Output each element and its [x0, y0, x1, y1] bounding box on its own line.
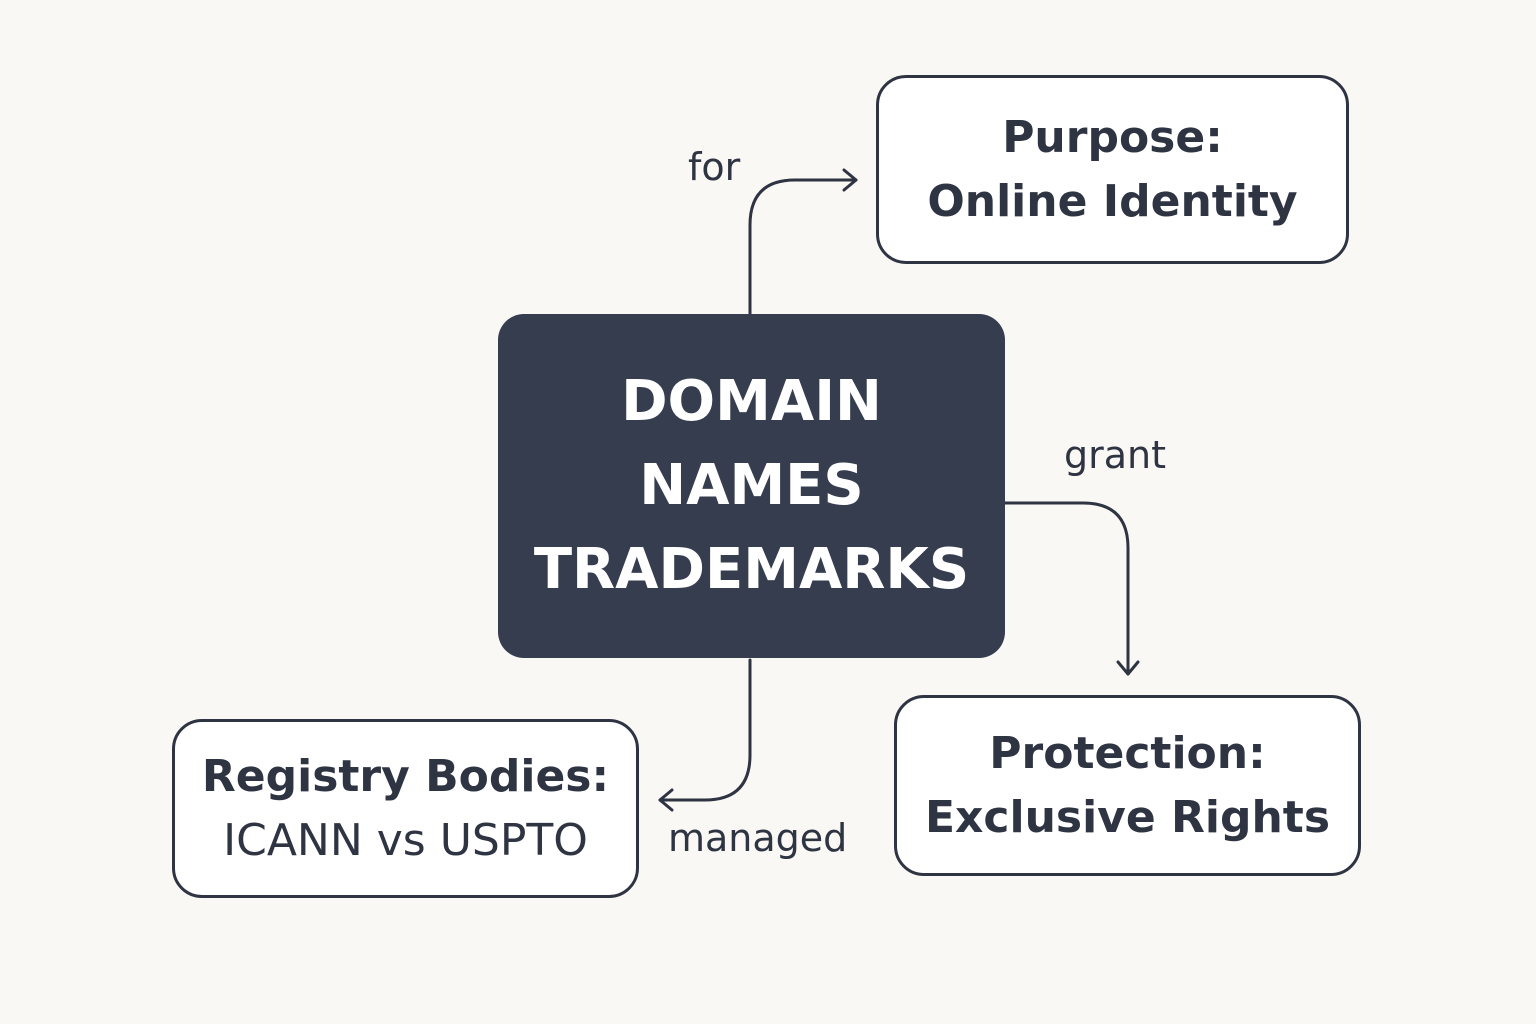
central-line-trademarks: TRADEMARKS — [533, 537, 970, 602]
edge-label-for: for — [688, 145, 741, 189]
registry-value: ICANN vs USPTO — [223, 814, 588, 866]
protection-node: Protection: Exclusive Rights — [894, 695, 1361, 876]
edge-for-line — [748, 178, 858, 316]
edge-managed-line — [658, 658, 752, 802]
purpose-value: Online Identity — [927, 175, 1298, 227]
edge-grant-arrowhead — [1116, 660, 1140, 676]
registry-node: Registry Bodies: ICANN vs USPTO — [172, 719, 639, 898]
central-line-names: NAMES — [639, 453, 864, 518]
purpose-node: Purpose: Online Identity — [876, 75, 1349, 264]
protection-title: Protection: — [989, 727, 1266, 779]
edge-managed-arrowhead — [658, 788, 674, 812]
purpose-title: Purpose: — [1002, 111, 1223, 163]
edge-label-grant: grant — [1064, 433, 1167, 477]
registry-title: Registry Bodies: — [201, 750, 610, 802]
central-node: DOMAIN NAMES TRADEMARKS — [498, 314, 1005, 658]
edge-label-managed: managed — [668, 816, 848, 860]
central-line-domain: DOMAIN — [621, 369, 882, 434]
protection-value: Exclusive Rights — [924, 791, 1331, 843]
edge-grant-line — [1003, 501, 1130, 676]
edge-for-arrowhead — [842, 168, 858, 192]
